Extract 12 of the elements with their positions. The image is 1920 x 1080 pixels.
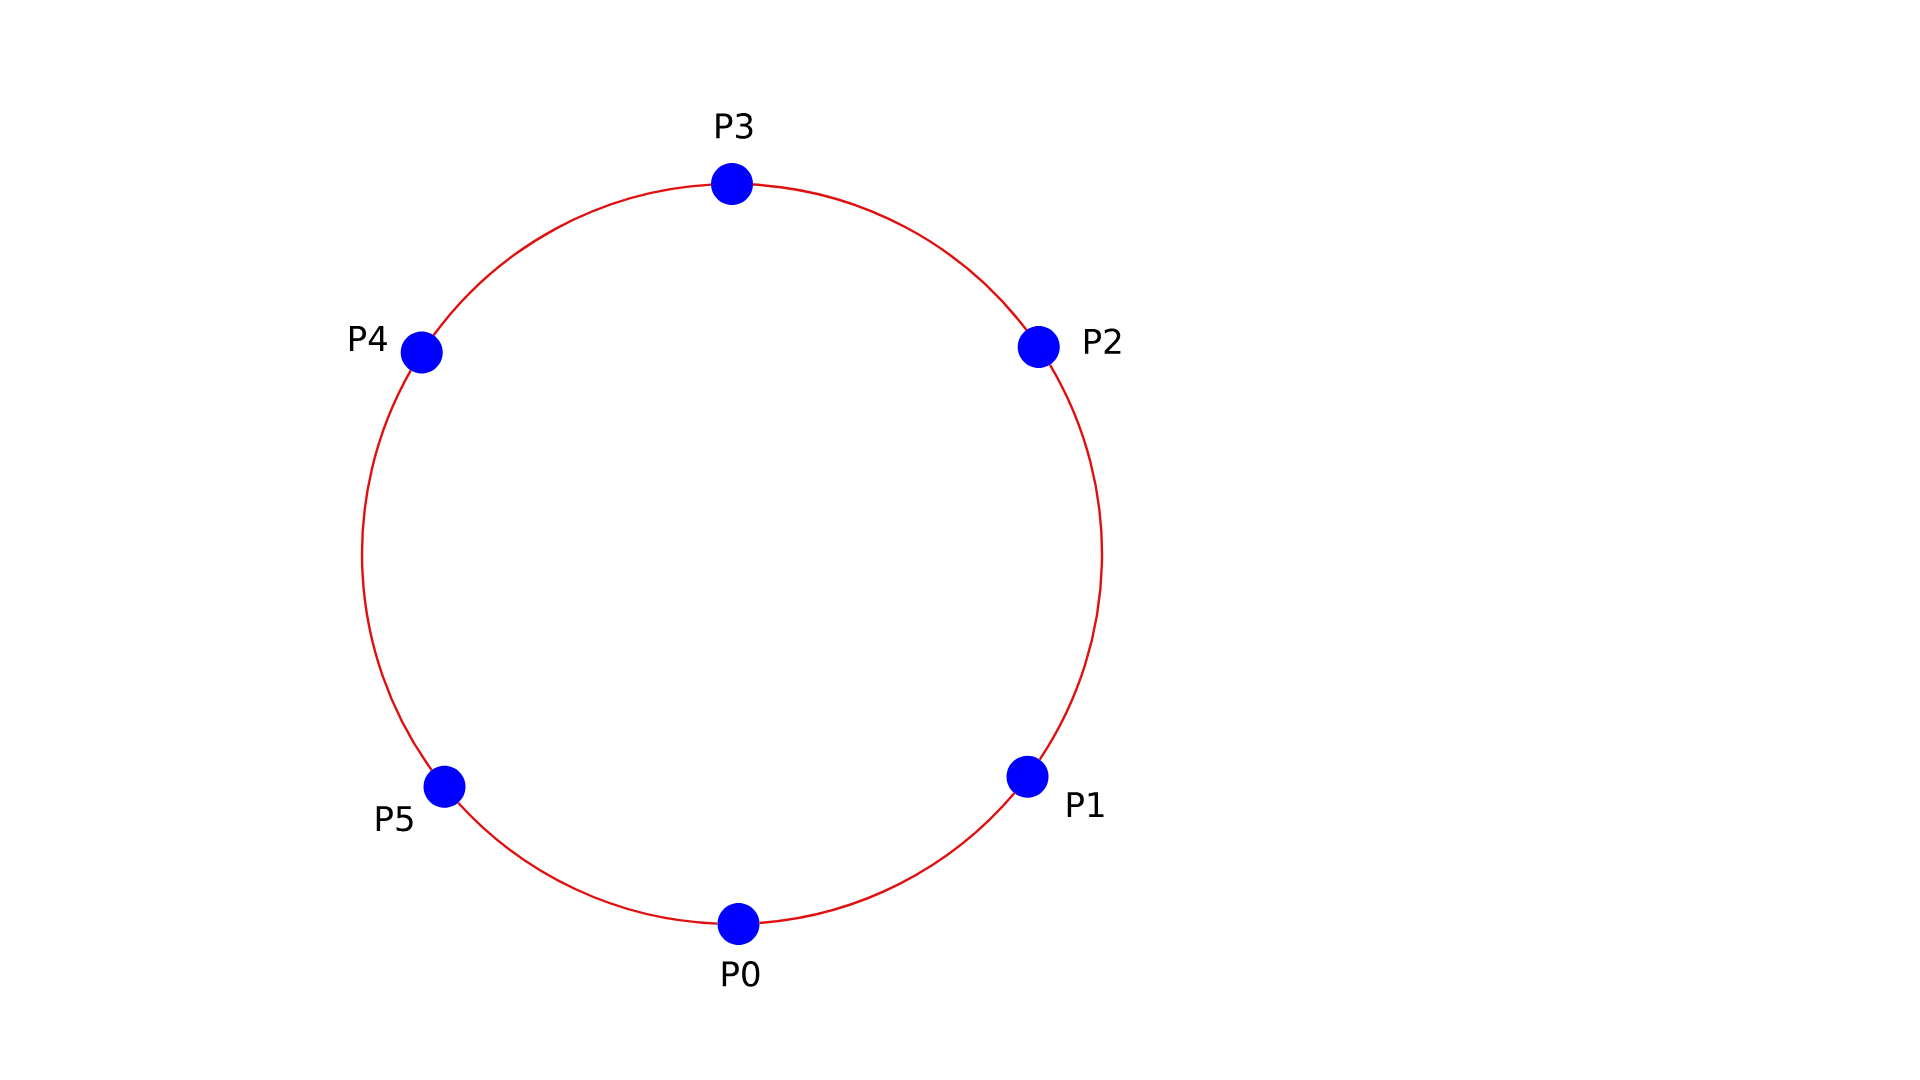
point-label: P2 bbox=[1084, 328, 1121, 354]
point-label: P1 bbox=[1067, 792, 1104, 818]
point-dot bbox=[1017, 326, 1060, 369]
point-label: P5 bbox=[376, 806, 413, 832]
point-dot bbox=[717, 902, 760, 945]
point-label: P3 bbox=[716, 113, 753, 139]
point-label: P0 bbox=[722, 961, 760, 987]
point-dot bbox=[711, 163, 753, 205]
point-dot bbox=[400, 331, 443, 374]
point-dot bbox=[423, 765, 466, 808]
point-dot bbox=[1006, 755, 1049, 798]
point-label: P4 bbox=[349, 326, 387, 351]
